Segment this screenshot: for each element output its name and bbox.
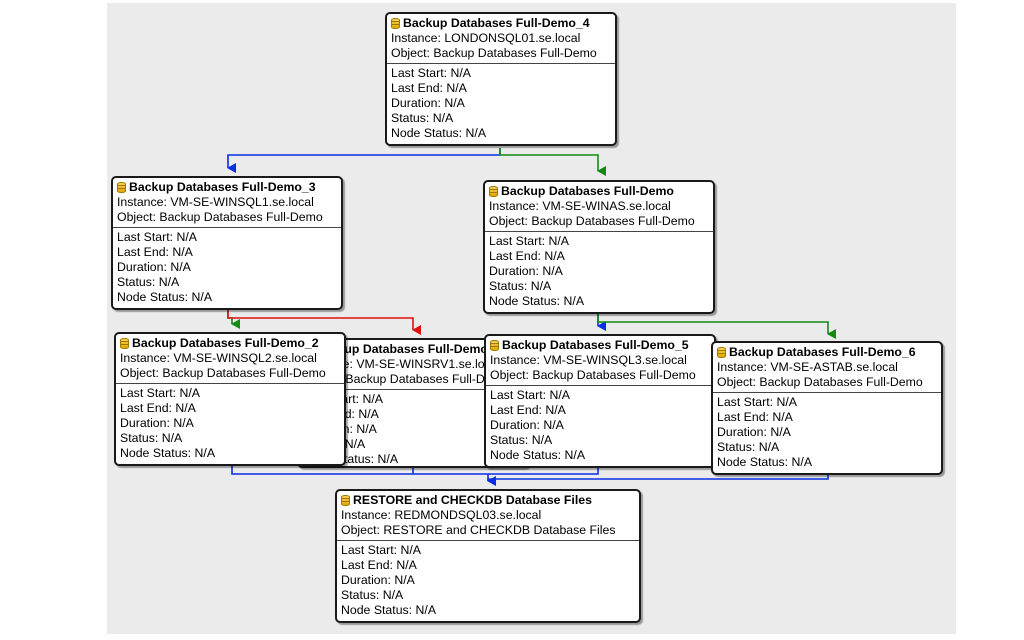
node-object: Backup Databases Full-Demo xyxy=(433,46,597,60)
node-title: Backup Databases Full-Demo xyxy=(501,184,674,198)
database-icon xyxy=(489,186,498,197)
node-last-start: N/A xyxy=(450,66,471,80)
node-object: Backup Databases Full-Demo xyxy=(531,214,695,228)
node-duration: N/A xyxy=(770,425,791,439)
node-last-end: N/A xyxy=(172,245,193,259)
node-duration: N/A xyxy=(543,418,564,432)
node-last-start: N/A xyxy=(176,230,197,244)
node-status: N/A xyxy=(432,111,454,125)
node-title: Backup Databases Full-Demo_3 xyxy=(129,180,316,194)
node-node-status: N/A xyxy=(194,446,216,460)
database-icon xyxy=(391,18,400,29)
node-instance: VM-SE-WINSRV1.se.local xyxy=(356,357,501,371)
node-instance: VM-SE-WINSQL3.se.local xyxy=(543,353,687,367)
node-object: Backup Databases Full-Demo xyxy=(532,368,696,382)
node-title: RESTORE and CHECKDB Database Files xyxy=(353,493,592,507)
node-object: RESTORE and CHECKDB Database Files xyxy=(383,523,616,537)
node-object: Backup Databases Full-Demo xyxy=(162,366,326,380)
job-node-demo3[interactable]: Backup Databases Full-Demo_3 Instance: V… xyxy=(111,176,343,310)
node-instance: VM-SE-WINSQL1.se.local xyxy=(170,195,314,209)
node-object: Backup Databases Full-Demo xyxy=(159,210,323,224)
node-duration: N/A xyxy=(170,260,191,274)
node-node-status: N/A xyxy=(465,126,487,140)
node-node-status: N/A xyxy=(564,448,586,462)
database-icon xyxy=(117,182,126,193)
node-duration: N/A xyxy=(394,573,415,587)
job-node-demo2[interactable]: Backup Databases Full-Demo_2 Instance: V… xyxy=(114,332,346,466)
job-node-demo6[interactable]: Backup Databases Full-Demo_6 Instance: V… xyxy=(711,341,943,475)
node-last-start: N/A xyxy=(548,234,569,248)
node-last-end: N/A xyxy=(544,249,565,263)
node-title: Backup Databases Full-Demo_2 xyxy=(132,336,319,350)
node-duration: N/A xyxy=(542,264,563,278)
node-instance: VM-SE-ASTAB.se.local xyxy=(770,360,898,374)
node-title: Backup Databases Full-Demo_5 xyxy=(502,338,689,352)
node-status: N/A xyxy=(758,440,780,454)
node-instance: REDMONDSQL03.se.local xyxy=(394,508,542,522)
node-title: Backup Databases Full-Demo xyxy=(315,342,488,356)
node-last-end: N/A xyxy=(358,407,379,421)
node-duration: N/A xyxy=(444,96,465,110)
job-node-restore[interactable]: RESTORE and CHECKDB Database Files Insta… xyxy=(335,489,641,623)
node-last-end: N/A xyxy=(396,558,417,572)
node-last-end: N/A xyxy=(545,403,566,417)
node-duration: N/A xyxy=(173,416,194,430)
node-status: N/A xyxy=(344,437,366,451)
node-duration: N/A xyxy=(356,422,377,436)
node-node-status: N/A xyxy=(415,603,437,617)
node-last-end: N/A xyxy=(446,81,467,95)
node-status: N/A xyxy=(158,275,180,289)
node-instance: VM-SE-WINAS.se.local xyxy=(542,199,671,213)
node-title: Backup Databases Full-Demo_4 xyxy=(403,16,590,30)
node-object: Backup Databases Full-Demo xyxy=(345,372,509,386)
node-object: Backup Databases Full-Demo xyxy=(759,375,923,389)
node-last-end: N/A xyxy=(175,401,196,415)
node-last-start: N/A xyxy=(362,392,383,406)
job-node-demo5[interactable]: Backup Databases Full-Demo_5 Instance: V… xyxy=(484,334,716,468)
node-node-status: N/A xyxy=(563,294,585,308)
database-icon xyxy=(341,495,350,506)
database-icon xyxy=(717,347,726,358)
node-last-start: N/A xyxy=(400,543,421,557)
node-node-status: N/A xyxy=(791,455,813,469)
node-status: N/A xyxy=(531,433,553,447)
job-node-demo4[interactable]: Backup Databases Full-Demo_4 Instance: L… xyxy=(385,12,617,146)
node-status: N/A xyxy=(161,431,183,445)
job-node-demo[interactable]: Backup Databases Full-Demo Instance: VM-… xyxy=(483,180,715,314)
node-last-start: N/A xyxy=(179,386,200,400)
node-status: N/A xyxy=(382,588,404,602)
node-title: Backup Databases Full-Demo_6 xyxy=(729,345,916,359)
database-icon xyxy=(490,340,499,351)
node-instance: LONDONSQL01.se.local xyxy=(444,31,581,45)
node-last-start: N/A xyxy=(549,388,570,402)
database-icon xyxy=(120,338,129,349)
node-last-end: N/A xyxy=(772,410,793,424)
node-last-start: N/A xyxy=(776,395,797,409)
node-node-status: N/A xyxy=(191,290,213,304)
node-status: N/A xyxy=(530,279,552,293)
node-instance: VM-SE-WINSQL2.se.local xyxy=(173,351,317,365)
node-node-status: N/A xyxy=(377,452,399,466)
